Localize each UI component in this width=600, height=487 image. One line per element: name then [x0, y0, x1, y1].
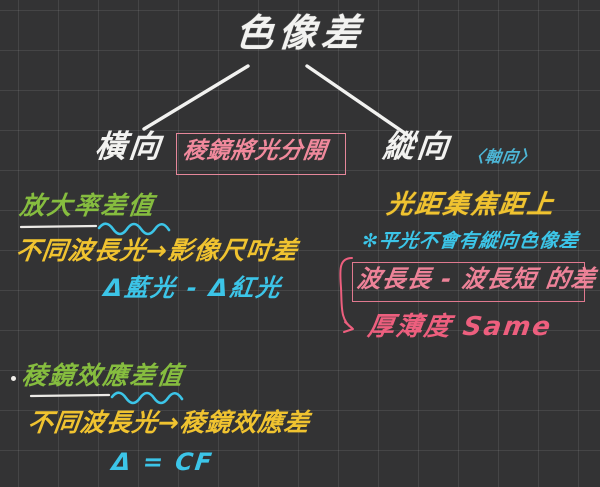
term-magnification-difference: 放大率差值: [18, 191, 157, 220]
description-prism-effect-difference: 不同波長光→稜鏡效應差: [26, 408, 312, 437]
wavy-underline-magnification: [97, 222, 171, 236]
branch-subheading-axial: 〈軸向〉: [466, 147, 538, 166]
bullet-point-icon: [11, 376, 16, 381]
wavelength-note-text: 波長長 - 波長短 的差: [355, 265, 598, 293]
prism-note-box: [176, 133, 346, 175]
pink-curved-arrow: [339, 257, 353, 329]
wavelength-note-box: [352, 262, 585, 302]
prism-note-text: 稜鏡將光分開: [181, 138, 329, 164]
wavy-underline-prism-effect: [110, 391, 184, 405]
connector-line-right: [305, 64, 411, 138]
connector-line-left: [142, 64, 250, 131]
term-prism-effect-difference: 稜鏡效應差值: [20, 361, 186, 390]
description-magnification-difference: 不同波長光→影像尺吋差: [14, 236, 300, 265]
page-title: 色像差: [233, 11, 367, 55]
term-focal-distance: 光距集焦距上: [385, 190, 557, 220]
branch-heading-horizontal: 橫向: [93, 129, 165, 165]
formula-delta-blue-minus-red: Δ藍光 - Δ紅光: [102, 274, 284, 302]
branch-heading-vertical: 縱向: [381, 129, 453, 165]
conclusion-thickness-same: 厚薄度 Same: [365, 312, 555, 342]
underline-magnification: [19, 224, 98, 229]
underline-prism-effect: [29, 393, 111, 398]
note-flat-light: ✻平光不會有縱向色像差: [360, 230, 581, 252]
formula-delta-equals-cf: Δ = CF: [110, 448, 216, 476]
pink-arrow-head: [343, 321, 354, 333]
